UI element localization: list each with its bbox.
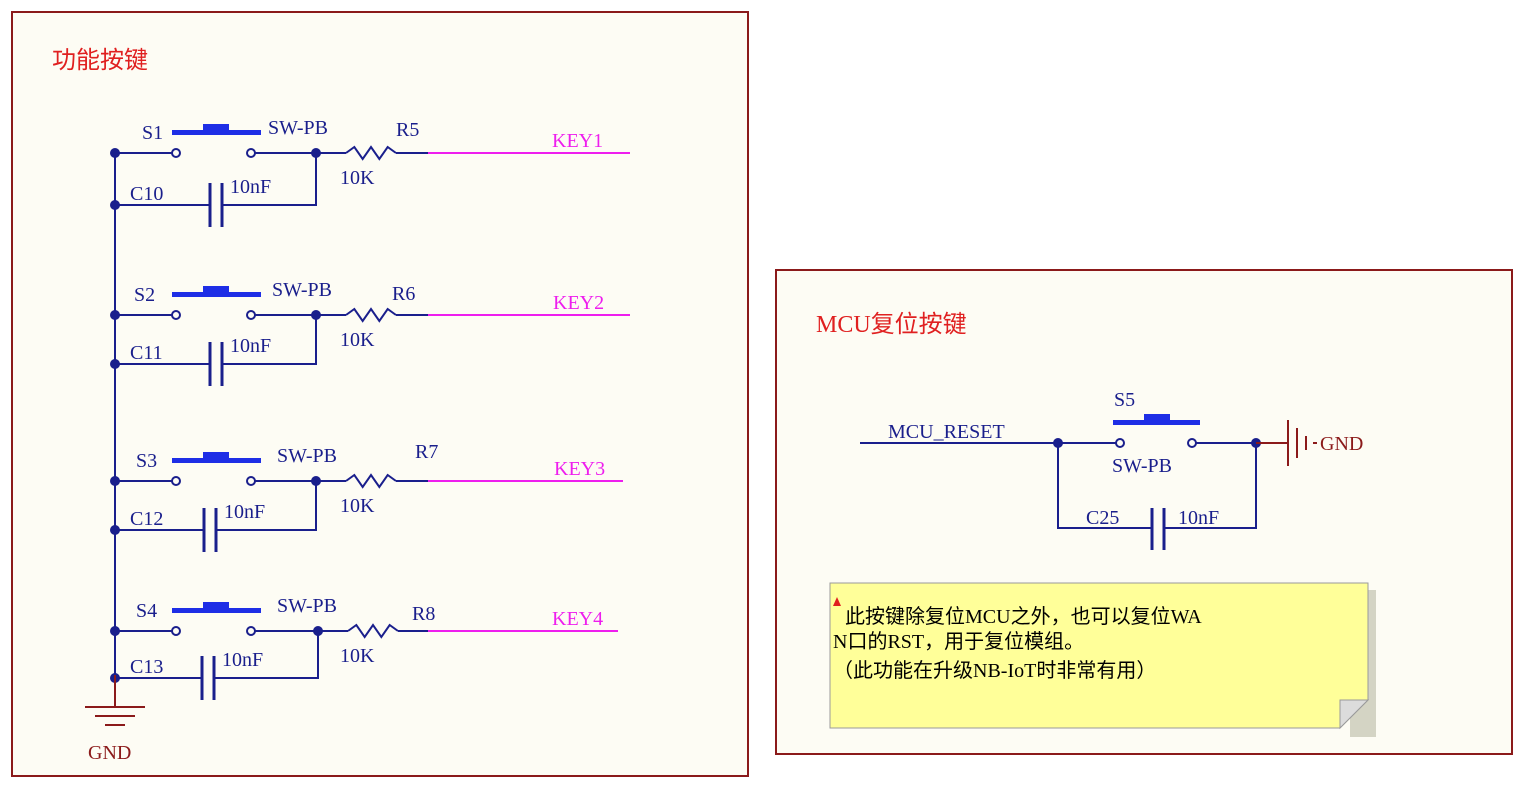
switch-contact — [246, 310, 256, 320]
note-line-2: N口的RST，用于复位模组。 — [833, 630, 1084, 653]
junction-dot — [311, 148, 321, 158]
switch-actuator — [172, 458, 261, 463]
capacitor-designator: C12 — [130, 508, 163, 530]
capacitor-designator: C13 — [130, 656, 163, 678]
switch-designator: S4 — [136, 600, 157, 622]
junction-dot — [110, 310, 120, 320]
s5-designator: S5 — [1114, 389, 1135, 411]
left-panel-title: 功能按键 — [52, 47, 148, 74]
switch-actuator — [203, 124, 229, 131]
resistor-designator: R5 — [396, 119, 419, 141]
switch-value: SW-PB — [277, 595, 337, 617]
switch-actuator — [203, 286, 229, 293]
left-ground-symbol — [85, 675, 145, 726]
wire — [216, 481, 317, 531]
junction-dot — [311, 310, 321, 320]
switch-contact — [171, 148, 181, 158]
capacitor-value: 10nF — [224, 501, 265, 523]
junction-dot — [110, 200, 120, 210]
wire — [222, 315, 317, 365]
junction-dot — [110, 626, 120, 636]
switch-actuator — [172, 608, 261, 613]
switch-contact — [246, 148, 256, 158]
c25-value: 10nF — [1178, 507, 1219, 529]
junction-dot — [1053, 438, 1063, 448]
switch-designator: S2 — [134, 284, 155, 306]
right-ground-label: GND — [1320, 433, 1363, 455]
switch-actuator — [172, 292, 261, 297]
wire — [222, 153, 317, 206]
net-label: KEY3 — [554, 458, 605, 480]
note-box — [829, 582, 1376, 737]
net-label: KEY4 — [552, 608, 603, 630]
right-panel-title: MCU复位按键 — [816, 311, 967, 338]
resistor-symbol — [345, 307, 397, 323]
switch-value: SW-PB — [277, 445, 337, 467]
junction-dot — [110, 525, 120, 535]
switch-contact — [171, 310, 181, 320]
c25-capacitor-loop — [1057, 443, 1257, 550]
resistor-designator: R7 — [415, 441, 438, 463]
switch-actuator — [203, 452, 229, 459]
wire — [214, 631, 319, 679]
note-line-1: 此按键除复位MCU之外，也可以复位WA — [845, 605, 1202, 628]
resistor-value: 10K — [340, 495, 375, 517]
resistor-value: 10K — [340, 645, 375, 667]
switch-contact — [171, 626, 181, 636]
switch-designator: S3 — [136, 450, 157, 472]
left-ground-label: GND — [88, 742, 131, 764]
junction-dot — [110, 359, 120, 369]
left-panel-frame — [11, 11, 749, 777]
net-label: KEY1 — [552, 130, 603, 152]
junction-dot — [311, 476, 321, 486]
switch-actuator — [172, 130, 261, 135]
s5-switch-symbol — [1058, 414, 1256, 448]
capacitor-value: 10nF — [222, 649, 263, 671]
right-ground-symbol — [1256, 420, 1317, 466]
switch-actuator — [203, 602, 229, 609]
s5-value: SW-PB — [1112, 455, 1172, 477]
switch-contact — [246, 476, 256, 486]
junction-dot — [110, 148, 120, 158]
capacitor-value: 10nF — [230, 335, 271, 357]
resistor-symbol — [345, 473, 397, 489]
resistor-symbol — [347, 623, 399, 639]
resistor-designator: R6 — [392, 283, 415, 305]
c25-designator: C25 — [1086, 507, 1119, 529]
resistor-symbol — [345, 145, 397, 161]
resistor-value: 10K — [340, 329, 375, 351]
switch-designator: S1 — [142, 122, 163, 144]
junction-dot — [313, 626, 323, 636]
net-label: KEY2 — [553, 292, 604, 314]
switch-contact — [246, 626, 256, 636]
switch-value: SW-PB — [268, 117, 328, 139]
note-line-3: （此功能在升级NB-IoT时非常有用） — [833, 659, 1156, 682]
capacitor-value: 10nF — [230, 176, 271, 198]
switch-value: SW-PB — [272, 279, 332, 301]
capacitor-designator: C10 — [130, 183, 163, 205]
mcu-reset-net-label: MCU_RESET — [888, 421, 1005, 443]
capacitor-designator: C11 — [130, 342, 163, 364]
switch-contact — [171, 476, 181, 486]
resistor-value: 10K — [340, 167, 375, 189]
resistor-designator: R8 — [412, 603, 435, 625]
junction-dot — [110, 476, 120, 486]
